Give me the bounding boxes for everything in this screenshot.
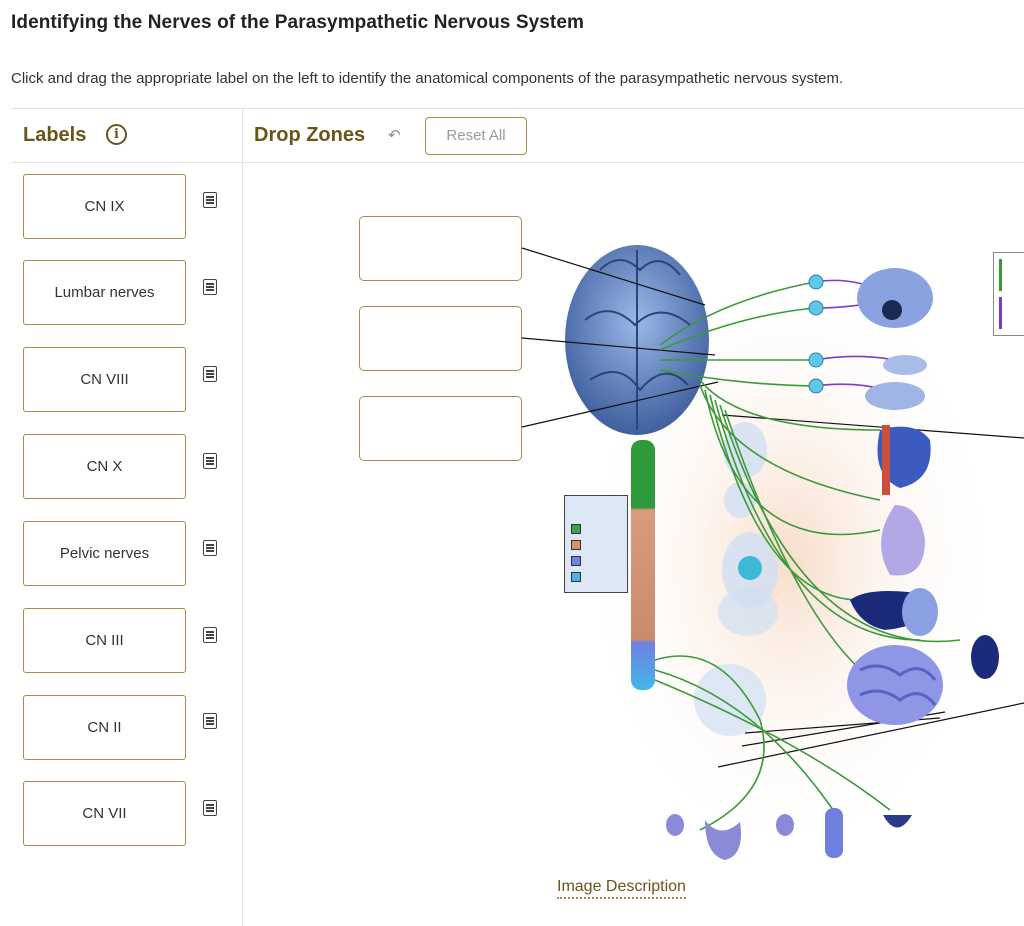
label-card-cn-ii[interactable]: CN II	[23, 695, 186, 760]
header-divider-bottom	[11, 162, 1024, 163]
image-description-link[interactable]: Image Description	[557, 877, 686, 899]
hint-note-icon[interactable]	[203, 366, 217, 382]
legend-swatch-blue	[571, 556, 581, 566]
hint-note-icon[interactable]	[203, 192, 217, 208]
legend-swatch-green	[571, 524, 581, 534]
label-text: CN III	[85, 632, 124, 649]
label-text: CN II	[87, 719, 122, 736]
kidney-illustration	[971, 635, 999, 679]
legend-swatch-tan	[571, 540, 581, 550]
parasympathetic-diagram	[521, 245, 1024, 860]
label-card-cn-vii[interactable]: CN VII	[23, 781, 186, 846]
hint-note-icon[interactable]	[203, 279, 217, 295]
label-card-cn-iii[interactable]: CN III	[23, 608, 186, 673]
label-text: CN X	[86, 458, 123, 475]
drop-zone-3[interactable]	[359, 396, 522, 461]
drop-zone-1[interactable]	[359, 216, 522, 281]
uterus-illustration	[705, 820, 741, 860]
eye-illustration	[857, 268, 933, 328]
diagram-legend	[564, 495, 628, 593]
fiber-key-box	[993, 252, 1024, 336]
hint-note-icon[interactable]	[203, 800, 217, 816]
info-icon[interactable]: i	[106, 124, 127, 145]
bladder-illustration	[883, 815, 912, 828]
genital-illustration	[825, 808, 843, 858]
lung-illustration	[881, 505, 925, 576]
heart-illustration	[877, 426, 931, 488]
undo-icon[interactable]: ↶	[388, 127, 401, 144]
key-line-green	[999, 259, 1002, 291]
label-text: Lumbar nerves	[54, 284, 155, 301]
label-card-lumbar-nerves[interactable]: Lumbar nerves	[23, 260, 186, 325]
header-divider	[11, 108, 1024, 109]
reset-all-button[interactable]: Reset All	[425, 117, 527, 155]
drop-zone-2[interactable]	[359, 306, 522, 371]
label-text: CN VIII	[80, 371, 129, 388]
label-card-cn-ix[interactable]: CN IX	[23, 174, 186, 239]
gland-illustration	[883, 355, 927, 375]
label-card-pelvic-nerves[interactable]: Pelvic nerves	[23, 521, 186, 586]
panel-divider	[242, 109, 243, 926]
instructions: Click and drag the appropriate label on …	[11, 70, 844, 87]
label-text: Pelvic nerves	[59, 545, 150, 562]
legend-swatch-cyan	[571, 572, 581, 582]
intestine-illustration	[847, 645, 943, 725]
label-card-cn-x[interactable]: CN X	[23, 434, 186, 499]
label-card-cn-viii[interactable]: CN VIII	[23, 347, 186, 412]
hint-note-icon[interactable]	[203, 627, 217, 643]
label-text: CN IX	[84, 198, 125, 215]
spinal-cord	[631, 440, 655, 690]
key-line-purple	[999, 297, 1002, 329]
dropzones-panel-title: Drop Zones	[254, 124, 366, 146]
page-title: Identifying the Nerves of the Parasympat…	[11, 12, 585, 33]
hint-note-icon[interactable]	[203, 540, 217, 556]
label-text: CN VII	[82, 805, 127, 822]
hint-note-icon[interactable]	[203, 453, 217, 469]
gland-illustration	[865, 382, 925, 410]
labels-panel-title: Labels	[23, 124, 87, 146]
hint-note-icon[interactable]	[203, 713, 217, 729]
